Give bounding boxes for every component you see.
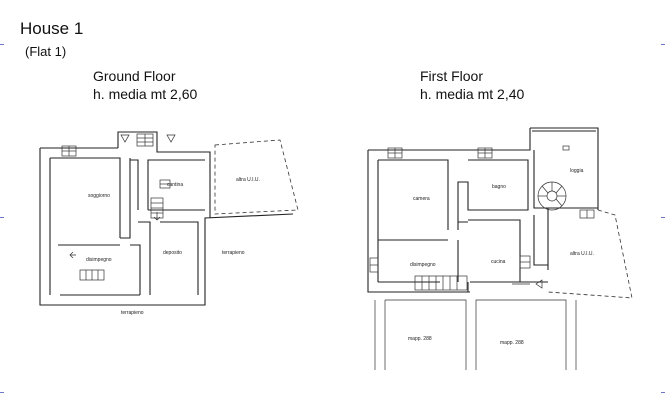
edge-mark [0, 392, 4, 393]
edge-mark [661, 217, 665, 218]
ground-side-arrow [69, 251, 76, 259]
label-disimpegno-ground: disimpegno [86, 257, 112, 263]
edge-mark [0, 217, 4, 218]
first-entry-arrow [535, 279, 543, 289]
label-mapp-right: mapp. 288 [500, 340, 524, 346]
ground-windows [61, 133, 171, 189]
ground-floor-title: Ground Floor [93, 68, 176, 84]
house-title: House 1 [20, 19, 84, 38]
ground-down-arrow [153, 212, 161, 221]
label-camera: camera [413, 196, 430, 202]
first-loggia-roof [529, 127, 598, 143]
label-soggiorno: soggiorno [88, 193, 110, 199]
edge-mark [661, 44, 665, 45]
label-altra-uiu-first: altra U.I.U. [570, 251, 594, 257]
ground-floor-height: h. media mt 2,60 [93, 86, 198, 102]
label-mapp-left: mapp. 288 [408, 336, 432, 342]
edge-mark [0, 44, 4, 45]
first-neighbour-outline [547, 209, 633, 299]
ground-outer-wall [39, 131, 294, 306]
label-loggia: loggia [570, 168, 584, 174]
first-floor-plan: camera bagno loggia disimpegno cucina al… [367, 127, 633, 370]
label-cantina: cantina [167, 182, 183, 188]
label-disimpegno-first: disimpegno [410, 262, 436, 268]
first-inner-walls [377, 150, 598, 292]
label-bagno: bagno [492, 184, 506, 190]
first-parcel-lines [374, 299, 577, 370]
label-deposito: deposito [163, 250, 182, 256]
label-terrapieno-right: terrapieno [222, 250, 245, 256]
label-cucina: cucina [491, 259, 506, 265]
ground-entry-arrow-left [120, 134, 130, 143]
first-floor-height: h. media mt 2,40 [420, 86, 525, 102]
ground-neighbour-outline [214, 139, 299, 215]
first-right-wall [520, 215, 548, 283]
first-stairs [414, 275, 468, 291]
first-floor-title: First Floor [420, 68, 483, 84]
first-spiral-stair [537, 181, 567, 211]
edge-mark [661, 392, 665, 393]
ground-entry-arrow-right [166, 134, 176, 143]
ground-inner-walls [49, 157, 205, 296]
first-windows [369, 145, 595, 273]
label-terrapieno-bottom: terrapieno [121, 310, 144, 316]
label-altra-uiu-ground: altra U.I.U. [236, 177, 260, 183]
ground-floor-plan: soggiorno cantina altra U.I.U. disimpegn… [39, 131, 299, 316]
flat-label: (Flat 1) [25, 44, 67, 59]
